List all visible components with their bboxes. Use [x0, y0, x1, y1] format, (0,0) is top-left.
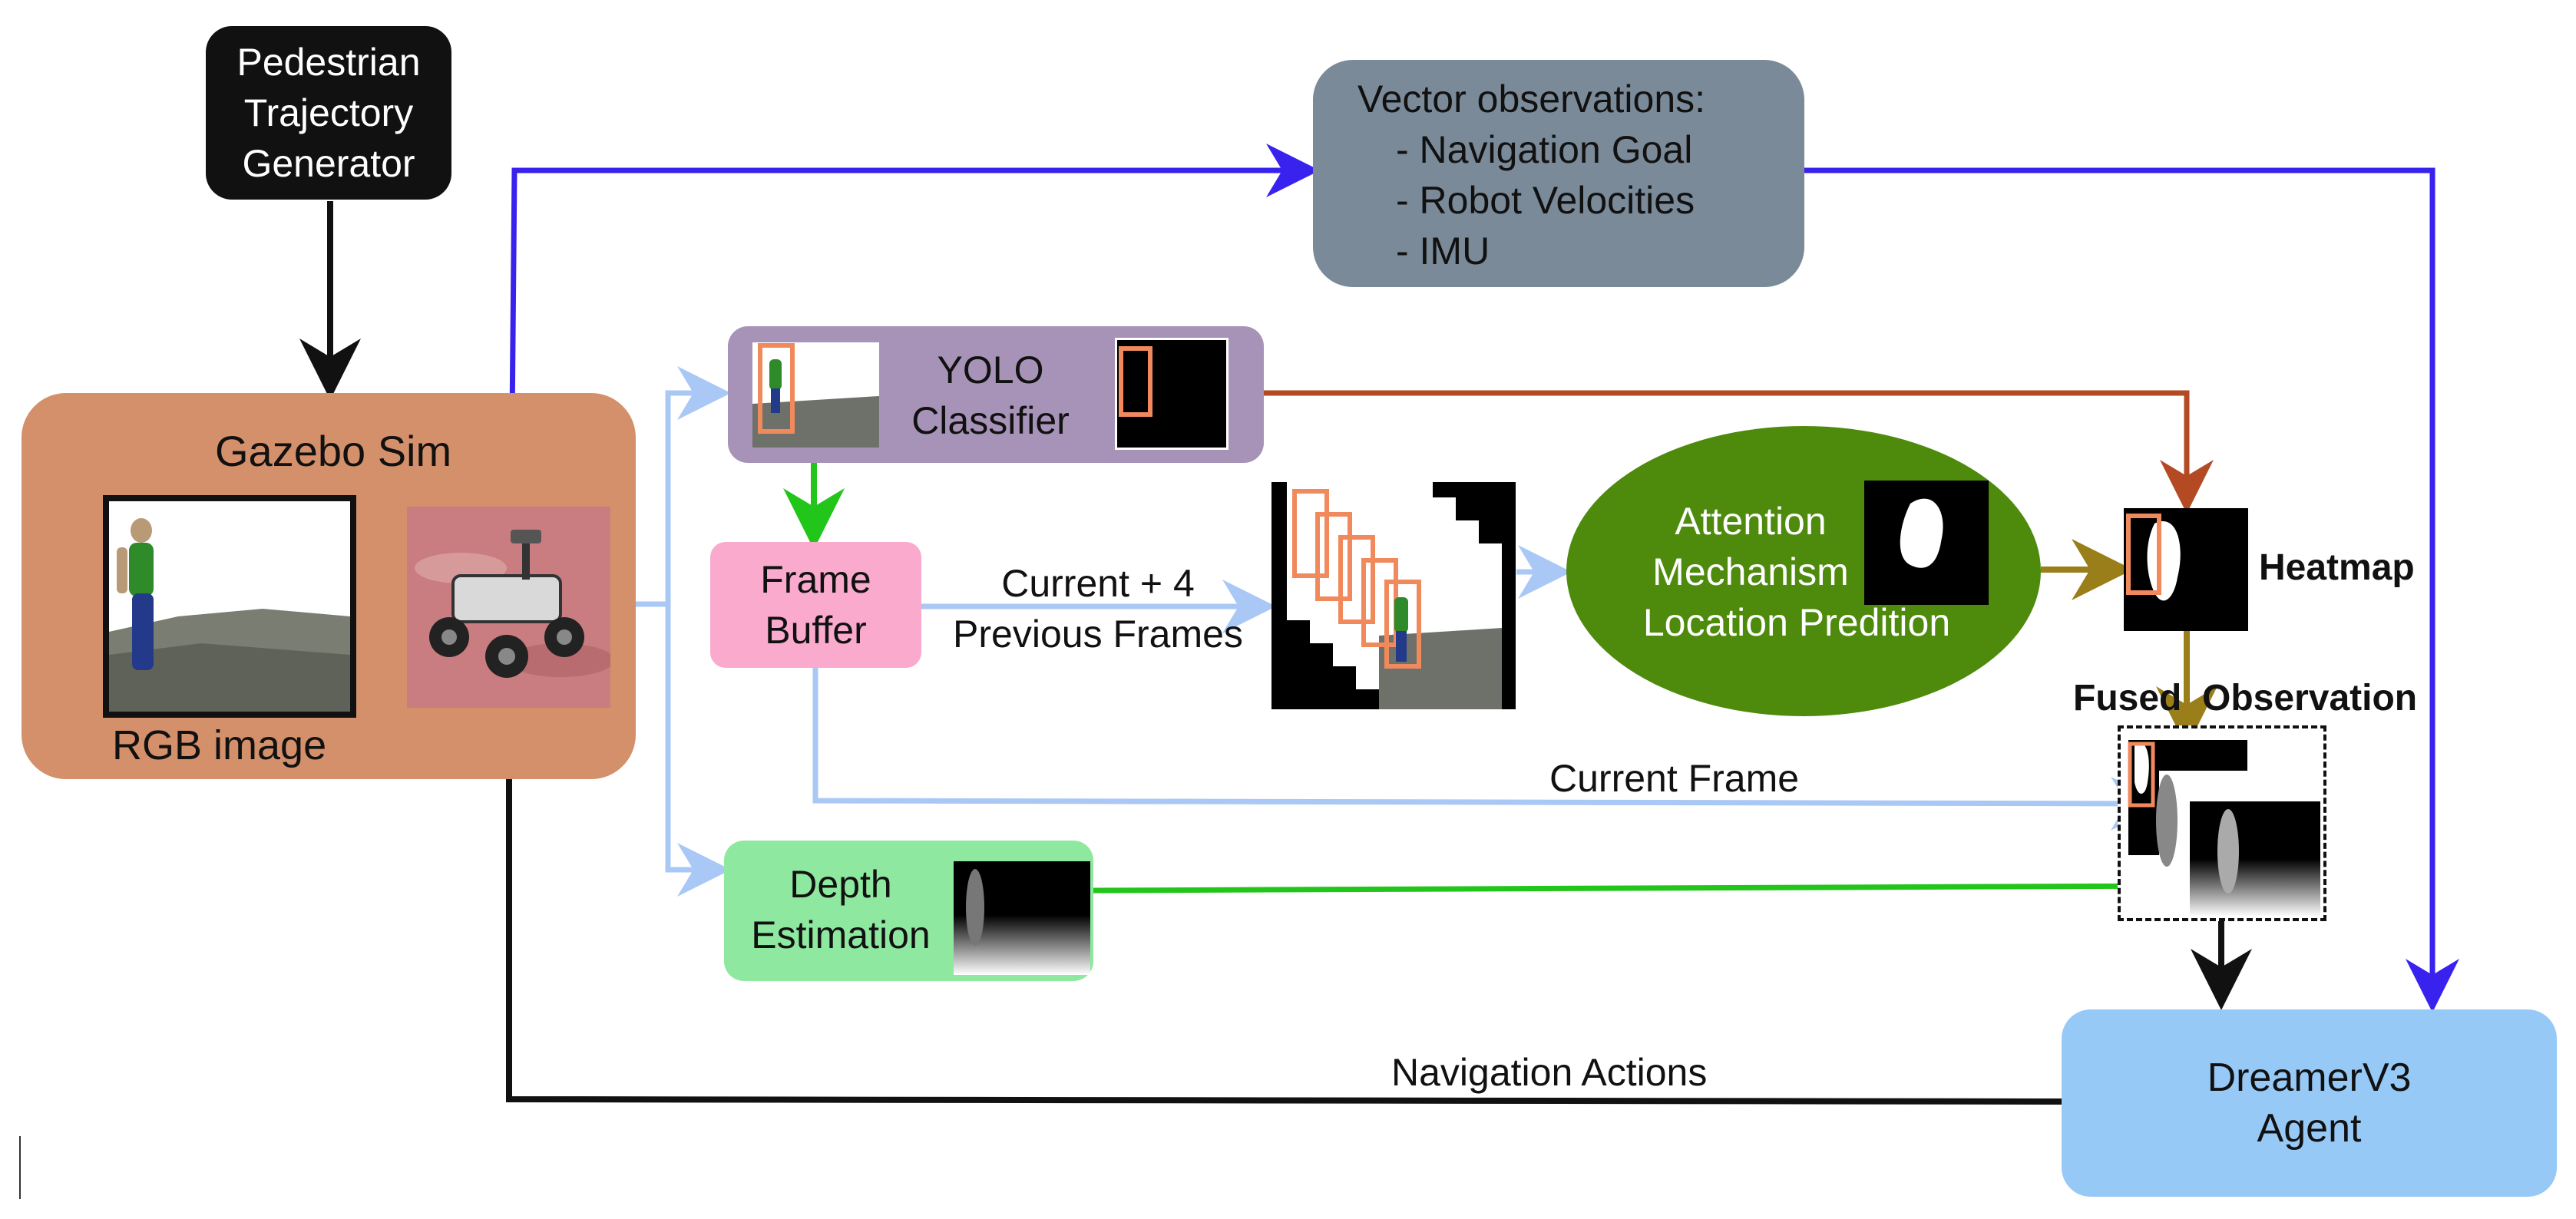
yolo-line-2: Classifier [911, 399, 1070, 442]
attention-blob-image [1864, 481, 1989, 605]
heatmap-label: Heatmap [2259, 547, 2415, 588]
depth-map [954, 869, 1090, 975]
arrow-current-frame-to-fused [812, 665, 2164, 831]
yolo-output-mask [1115, 338, 1228, 450]
generator-line-1: Pedestrian [236, 41, 421, 84]
dreamer-agent-node: DreamerV3 Agent [2062, 1009, 2557, 1197]
heatmap-image [2124, 508, 2248, 631]
dreamer-line-1: DreamerV3 [2207, 1055, 2412, 1100]
attention-line-3: Location Predition [1642, 601, 1951, 644]
arrow-split-to-depth [665, 604, 731, 897]
dreamer-line-2: Agent [2257, 1106, 2362, 1151]
yolo-label: YOLO Classifier [883, 338, 1098, 453]
arrow-vector-obs-to-dreamer [1804, 167, 2459, 1013]
yolo-input-image [752, 342, 879, 448]
frames-label-line-2: Previous Frames [953, 612, 1243, 656]
fused-observation-node [2118, 725, 2326, 921]
depth-label: Depth Estimation [733, 852, 948, 967]
attention-line-2: Mechanism [1652, 550, 1849, 593]
navigation-actions-label: Navigation Actions [1391, 1051, 1708, 1094]
attention-label: Attention Mechanism Location Predition [1612, 491, 1981, 652]
arrow-split-to-yolo [665, 366, 731, 604]
frame-stack-illustration [1287, 482, 1502, 709]
robot-image [407, 507, 610, 708]
depth-line-1: Depth [789, 863, 892, 906]
frame-buffer-node: Frame Buffer [710, 542, 921, 668]
current-frame-label: Current Frame [1549, 757, 1800, 800]
rgb-scene-image [109, 518, 350, 712]
yolo-input-scene [752, 343, 879, 448]
depth-line-2: Estimation [751, 913, 931, 956]
frames-label-line-1: Current + 4 [1001, 561, 1195, 605]
vector-obs-item-robot-velocities: - Robot Velocities [1396, 179, 1695, 222]
fused-observation-image [2128, 740, 2320, 917]
generator-line-3: Generator [242, 142, 415, 185]
arrow-depth-to-fused [1093, 859, 2195, 913]
vector-obs-title: Vector observations: [1357, 78, 1706, 121]
arrow-navigation-actions [478, 703, 2062, 1105]
vector-observations-node: Vector observations: - Navigation Goal -… [1313, 60, 1804, 287]
yolo-line-1: YOLO [937, 349, 1044, 391]
rgb-image-caption: RGB image [112, 722, 327, 768]
gazebo-sim-title: Gazebo Sim [215, 427, 452, 475]
arrow-yolo-to-heatmap [1228, 390, 2214, 514]
rgb-image-thumbnail [103, 495, 356, 718]
attention-blob [1900, 498, 1943, 568]
vector-obs-item-imu: - IMU [1396, 230, 1490, 273]
rover-illustration [407, 507, 610, 708]
heatmap-blob [2126, 514, 2181, 601]
vector-obs-item-navigation-goal: - Navigation Goal [1396, 128, 1693, 171]
frames-edge-label: Current + 4 Previous Frames [933, 557, 1263, 660]
frame-buffer-line-2: Buffer [765, 609, 867, 652]
generator-line-2: Trajectory [243, 91, 414, 134]
frame-buffer-line-1: Frame [760, 558, 871, 601]
fused-observation-label: Fused Observation [2073, 678, 2418, 719]
pedestrian-generator-node: Pedestrian Trajectory Generator [206, 26, 451, 200]
attention-line-1: Attention [1675, 500, 1827, 543]
depth-output-image [954, 861, 1090, 975]
frame-stack-image [1271, 482, 1516, 709]
yolo-bbox [1119, 346, 1152, 417]
